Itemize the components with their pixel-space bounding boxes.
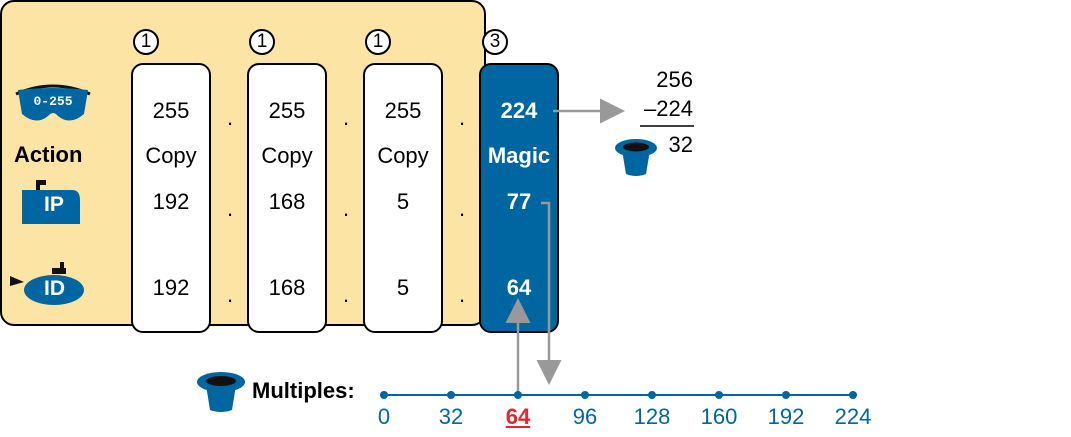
separator-dot: . <box>226 196 234 221</box>
number-line-tick <box>648 391 656 399</box>
separator-dot: . <box>226 282 234 307</box>
separator-dot: . <box>342 196 350 221</box>
octet-column-3 <box>363 63 443 333</box>
number-line-tick <box>380 391 388 399</box>
calc-top: 256 <box>656 67 693 92</box>
multiple-value: 160 <box>700 404 738 429</box>
separator-dot: . <box>226 105 234 130</box>
ip-value-1: 192 <box>152 189 190 214</box>
octet-badge-3: 1 <box>365 29 391 55</box>
separator-dot: . <box>458 282 466 307</box>
mask-icon-text: 0-255 <box>33 94 73 109</box>
number-line-tick <box>782 391 790 399</box>
id-value-1: 192 <box>152 275 190 300</box>
octet-column-1 <box>131 63 211 333</box>
number-line-tick <box>514 391 522 399</box>
mask-value-2: 255 <box>268 98 306 123</box>
multiple-value: 96 <box>572 404 598 429</box>
multiples-number-line <box>380 391 857 399</box>
separator-dot: . <box>458 105 466 130</box>
separator-dot: . <box>342 282 350 307</box>
magic-hat-icon <box>614 136 658 178</box>
ip-value-2: 168 <box>268 189 306 214</box>
multiple-value: 32 <box>438 404 464 429</box>
mailbox-ip-icon: IP <box>22 180 82 226</box>
octet-column-2 <box>247 63 327 333</box>
mask-value-3: 255 <box>384 98 422 123</box>
number-line-tick <box>581 391 589 399</box>
mask-value-1: 255 <box>152 98 190 123</box>
multiple-value: 224 <box>834 404 872 429</box>
multiples-label: Multiples: <box>252 378 355 403</box>
number-line-tick <box>447 391 455 399</box>
multiple-value-highlighted: 64 <box>505 404 531 429</box>
id-icon-text: ID <box>44 277 65 300</box>
action-value-1: Copy <box>145 143 197 168</box>
number-line-tick <box>715 391 723 399</box>
multiple-value: 128 <box>633 404 671 429</box>
action-value-3: Copy <box>377 143 429 168</box>
octet-column-4-magic <box>479 63 559 333</box>
calc-subtract: –224 <box>644 96 693 121</box>
magic-hat-icon <box>196 370 246 414</box>
id-value-4: 64 <box>506 275 532 300</box>
octet-badge-4: 3 <box>482 29 508 55</box>
action-label: Action <box>14 142 83 167</box>
octet-badge-1: 1 <box>133 29 159 55</box>
action-value-4: Magic <box>487 143 551 168</box>
mask-value-4: 224 <box>500 98 538 123</box>
separator-dot: . <box>342 105 350 130</box>
ip-to-line-arrow <box>536 201 562 385</box>
calc-result: 32 <box>668 132 693 157</box>
ip-value-4: 77 <box>506 189 532 214</box>
id-value-3: 5 <box>396 275 410 300</box>
separator-dot: . <box>458 196 466 221</box>
action-value-2: Copy <box>261 143 313 168</box>
id-value-2: 168 <box>268 275 306 300</box>
ip-icon-text: IP <box>44 193 64 216</box>
multiple-value: 0 <box>377 404 391 429</box>
number-line-tick <box>849 391 857 399</box>
mask-icon: 0-255 <box>10 80 96 132</box>
ip-value-3: 5 <box>396 189 410 214</box>
multiple-value: 192 <box>767 404 805 429</box>
submarine-id-icon: ID <box>10 262 86 306</box>
octet-badge-2: 1 <box>249 29 275 55</box>
